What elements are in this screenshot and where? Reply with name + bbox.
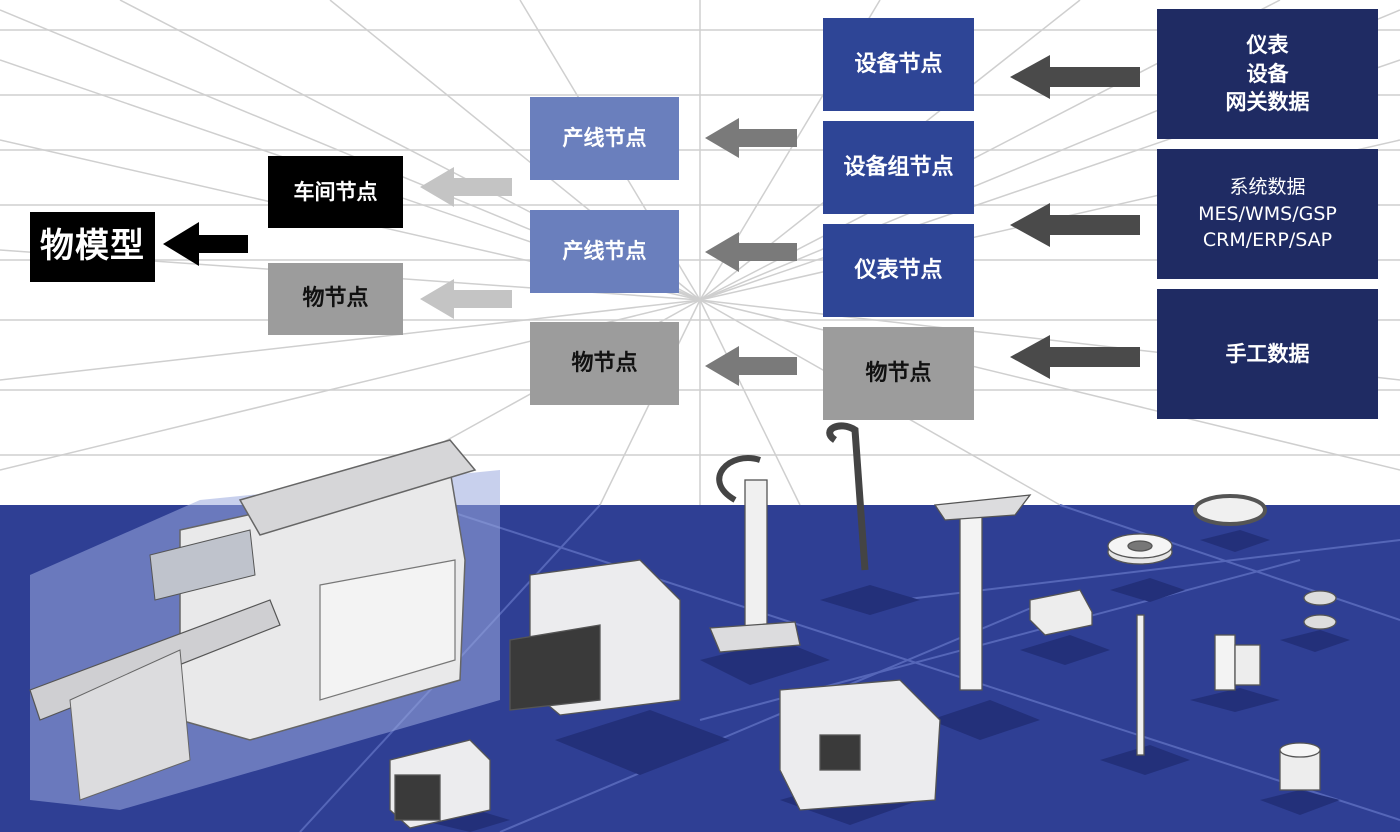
arrow-left-icon <box>163 222 248 266</box>
arrow-left-icon <box>420 279 512 319</box>
thing-node-level2: 物节点 <box>530 322 679 405</box>
arrow-left-icon <box>705 232 797 272</box>
thing-node-level3: 物节点 <box>823 327 974 420</box>
arrow-left-icon <box>1010 203 1140 247</box>
arrow-left-icon <box>420 167 512 207</box>
source-manual-data: 手工数据 <box>1157 289 1378 419</box>
arrow-left-icon <box>705 118 797 158</box>
arrow-left-icon <box>1010 55 1140 99</box>
equipment-parts <box>389 422 1337 829</box>
arrow-left-icon <box>705 346 797 386</box>
equipment-shadows <box>420 530 1350 832</box>
source-system-data: 系统数据 MES/WMS/GSP CRM/ERP/SAP <box>1157 149 1378 279</box>
thing-model-root: 物模型 <box>30 212 155 282</box>
meter-node: 仪表节点 <box>823 224 974 317</box>
device-node: 设备节点 <box>823 18 974 111</box>
thing-node-level1: 物节点 <box>268 263 403 335</box>
workshop-node: 车间节点 <box>268 156 403 228</box>
source-meter-device-gateway: 仪表 设备 网关数据 <box>1157 9 1378 139</box>
production-line-node-1: 产线节点 <box>530 97 679 180</box>
packaging-machine <box>29 439 500 810</box>
device-group-node: 设备组节点 <box>823 121 974 214</box>
production-line-node-2: 产线节点 <box>530 210 679 293</box>
arrow-left-icon <box>1010 335 1140 379</box>
